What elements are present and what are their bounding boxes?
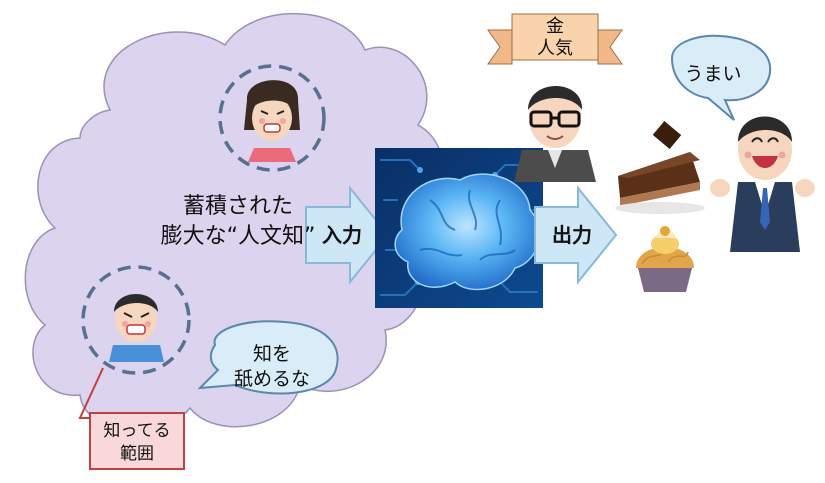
cloud-label-line1: 蓄積された <box>182 194 293 219</box>
critic-bubble-line2: 舐めるな <box>233 368 310 390</box>
dashed-ring-man <box>81 265 191 375</box>
ribbon-line1: 金 <box>546 16 564 37</box>
critic-bubble-line1: 知を <box>252 343 291 365</box>
brain-icon <box>394 173 540 291</box>
cloud-label: 蓄積された 膨大な“人文知” <box>118 192 358 252</box>
output-arrow <box>534 185 618 285</box>
range-pointer <box>78 367 104 419</box>
input-arrow-label: 入力 <box>322 223 362 247</box>
ribbon-banner <box>487 13 623 65</box>
dashed-ring-woman <box>218 64 326 172</box>
mont-blanc-icon <box>636 226 694 292</box>
critic-speech-bubble <box>197 320 339 395</box>
happy-businessman-icon <box>710 116 815 252</box>
angry-woman-icon <box>244 80 300 162</box>
ribbon-label: 金 人気 <box>520 16 590 60</box>
ribbon-line2: 人気 <box>537 38 573 59</box>
range-box-line1: 知ってる <box>103 421 171 441</box>
range-box-label: 知ってる 範囲 <box>92 420 182 466</box>
creator-man-icon <box>514 86 596 182</box>
range-box-line2: 範囲 <box>120 444 154 464</box>
consumer-speech-bubble <box>670 34 772 121</box>
critic-bubble-label: 知を 舐めるな <box>212 342 332 392</box>
chocolate-cake-icon <box>615 121 705 214</box>
output-arrow-label: 出力 <box>552 223 592 247</box>
range-box <box>89 412 185 470</box>
consumer-bubble-label: うまい <box>684 63 742 85</box>
input-arrow <box>305 185 390 285</box>
angry-man-icon <box>109 294 164 362</box>
cloud-label-line2: 膨大な“人文知” <box>160 224 316 249</box>
